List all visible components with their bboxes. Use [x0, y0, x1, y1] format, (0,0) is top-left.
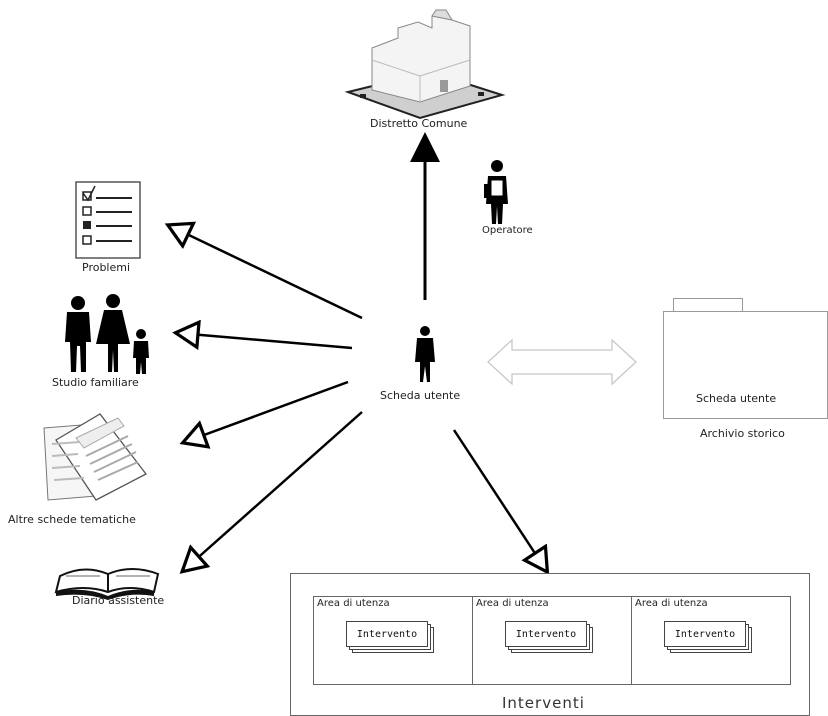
intervention-card: Intervento [346, 621, 428, 647]
arrow-to-diary [184, 411, 363, 570]
area-block-1: Area di utenza Intervento [313, 596, 473, 685]
interventi-title: Interventi [502, 694, 585, 712]
area-title: Area di utenza [317, 598, 390, 609]
family-icon [65, 294, 149, 374]
archive-label: Archivio storico [700, 427, 785, 440]
building-icon [344, 9, 506, 120]
area-block-3: Area di utenza Intervento [631, 596, 791, 685]
checklist-icon [75, 181, 141, 259]
arrow-to-interventi [452, 429, 546, 570]
arrow-to-problems [170, 226, 363, 320]
arrow-to-other-sheets [185, 380, 349, 442]
user-sheet-label: Scheda utente [380, 389, 461, 402]
area-title: Area di utenza [476, 598, 549, 609]
arrow-to-family [178, 333, 353, 348]
archive-folder-tab [673, 298, 743, 313]
documents-icon [43, 413, 147, 501]
problems-label: Problemi [82, 261, 131, 274]
operator-icon [484, 160, 508, 224]
archive-inner-label: Scheda utente [696, 392, 777, 405]
other-sheets-label: Altre schede tematiche [8, 513, 136, 526]
intervention-card: Intervento [505, 621, 587, 647]
area-block-2: Area di utenza Intervento [472, 596, 632, 685]
intervention-card: Intervento [664, 621, 746, 647]
operator-label: Operatore [482, 225, 533, 236]
interventi-panel: Area di utenza Intervento Area di utenza… [290, 573, 810, 716]
district-label: Distretto Comune [370, 117, 468, 130]
open-book-icon [54, 568, 160, 600]
family-label: Studio familiare [52, 376, 139, 389]
diary-label: Diario assistente [72, 594, 165, 607]
user-sheet-person-icon [415, 326, 435, 382]
area-title: Area di utenza [635, 598, 708, 609]
archive-double-arrow [487, 338, 637, 386]
archive-folder [663, 311, 828, 419]
